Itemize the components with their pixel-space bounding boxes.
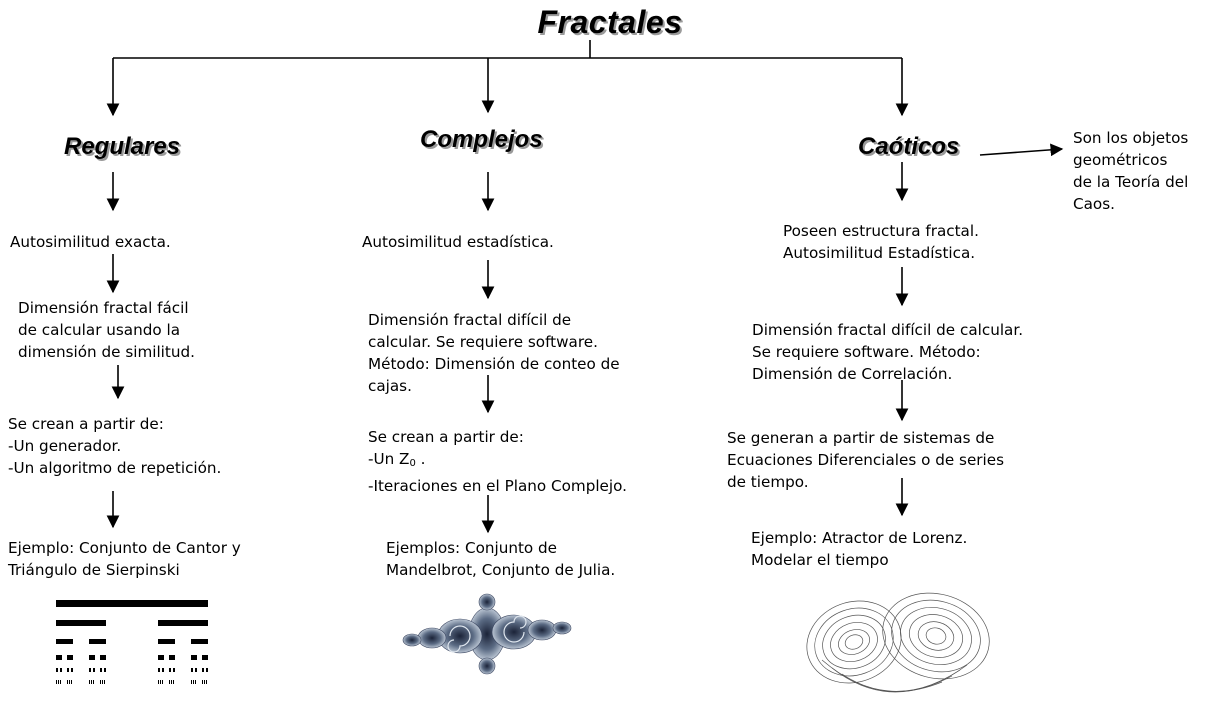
diagram-title: Fractales xyxy=(537,4,683,40)
complejos-step-3: Se crean a partir de: -Un Z0 . -Iteracio… xyxy=(368,428,627,495)
caoticos-note: Son los objetos geométricos de la Teoría… xyxy=(1073,129,1189,213)
regulares-step-3: Se crean a partir de: -Un generador. -Un… xyxy=(8,415,222,477)
caoticos-step-4: Ejemplo: Atractor de Lorenz. Modelar el … xyxy=(751,529,968,569)
regulares-step-1: Autosimilitud exacta. xyxy=(10,233,171,251)
lorenz-attractor-image xyxy=(806,592,990,693)
heading-regulares: Regulares xyxy=(64,133,181,160)
complejos-step-2: Dimensión fractal difícil de calcular. S… xyxy=(368,311,620,395)
julia-set-image xyxy=(402,593,572,675)
caoticos-step-1: Poseen estructura fractal. Autosimilitud… xyxy=(783,222,979,262)
arrow-to-note xyxy=(979,143,1064,157)
caoticos-step-3: Se generan a partir de sistemas de Ecuac… xyxy=(727,429,1005,491)
regulares-step-4: Ejemplo: Conjunto de Cantor y Triángulo … xyxy=(8,539,241,579)
caoticos-step-2: Dimensión fractal difícil de calcular. S… xyxy=(752,321,1024,383)
complejos-step-4: Ejemplos: Conjunto de Mandelbrot, Conjun… xyxy=(386,539,616,579)
regulares-step-2: Dimensión fractal fácil de calcular usan… xyxy=(18,299,195,361)
heading-complejos: Complejos xyxy=(420,126,543,153)
heading-caoticos: Caóticos xyxy=(858,133,960,160)
cantor-set-image xyxy=(56,600,208,684)
complejos-step-1: Autosimilitud estadística. xyxy=(362,233,554,251)
